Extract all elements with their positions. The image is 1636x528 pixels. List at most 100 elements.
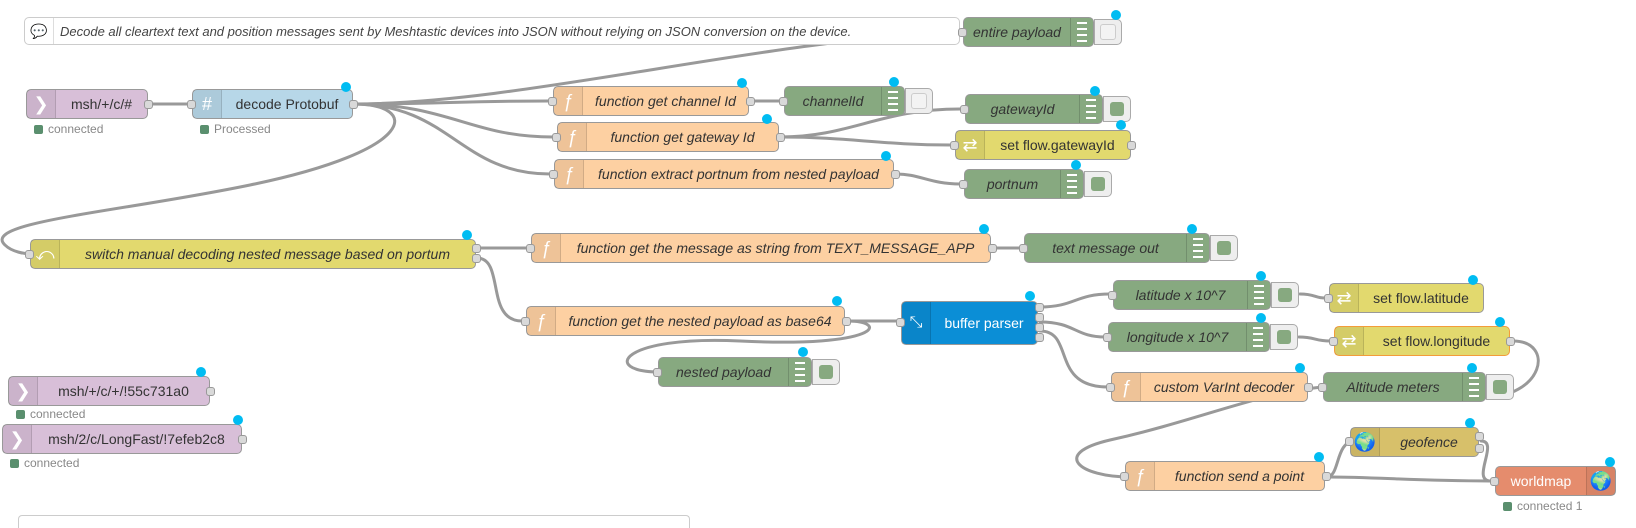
input-port[interactable] [1120,472,1129,481]
output-port[interactable] [842,317,851,326]
input-port[interactable] [1329,337,1338,346]
debug-node-text-message-out[interactable]: text message out [1024,233,1210,263]
output-port[interactable] [206,387,215,396]
output-port[interactable] [349,100,358,109]
output-port[interactable] [988,244,997,253]
node-label: gatewayId [990,101,1055,117]
input-port[interactable] [1324,294,1333,303]
worldmap-node[interactable]: worldmap 🌍 [1495,466,1616,496]
output-port[interactable] [1506,337,1515,346]
output-port[interactable] [1127,141,1136,150]
partial-comment-node[interactable] [18,515,690,528]
change-node-set-latitude[interactable]: ⇄ set flow.latitude [1329,283,1484,313]
buffer-parser-node[interactable]: ⤡ buffer parser [901,301,1038,345]
debug-node-gateway-id[interactable]: gatewayId [965,94,1103,124]
input-port[interactable] [1345,437,1354,446]
input-port[interactable] [959,180,968,189]
output-port[interactable] [472,254,481,263]
debug-node-nested-payload[interactable]: nested payload [658,357,812,387]
node-label: text message out [1052,240,1159,256]
changed-indicator [196,367,206,377]
debug-node-altitude[interactable]: Altitude meters [1323,372,1486,402]
function-node-extract-portnum[interactable]: ƒ function extract portnum from nested p… [554,159,894,189]
output-port[interactable] [1035,323,1044,332]
output-port[interactable] [1035,303,1044,312]
status-dot [10,458,19,468]
shuffle-icon: ⇄ [956,131,985,159]
geofence-node[interactable]: 🌍 geofence [1350,427,1479,457]
debug-node-portnum[interactable]: portnum [964,169,1084,199]
node-label: portnum [986,176,1039,192]
output-port[interactable] [144,100,153,109]
function-node-gateway-id[interactable]: ƒ function get gateway Id [557,122,779,152]
debug-toggle-nested-payload[interactable] [812,359,840,385]
change-node-set-longitude[interactable]: ⇄ set flow.longitude [1334,326,1510,356]
input-port[interactable] [187,100,196,109]
input-port[interactable] [950,141,959,150]
input-port[interactable] [1108,291,1117,300]
input-port[interactable] [958,28,967,37]
node-status: connected 1 [1503,499,1582,513]
input-port[interactable] [521,317,530,326]
input-port[interactable] [779,97,788,106]
output-port[interactable] [1035,333,1044,342]
output-port[interactable] [472,244,481,253]
input-port[interactable] [1019,244,1028,253]
function-node-send-point[interactable]: ƒ function send a point [1125,461,1325,491]
output-port[interactable] [238,435,247,444]
function-node-custom-varint[interactable]: ƒ custom VarInt decoder [1111,372,1308,402]
debug-toggle-entire-payload[interactable] [1094,19,1122,45]
output-port[interactable] [1475,444,1484,453]
input-port[interactable] [548,97,557,106]
input-port[interactable] [526,244,535,253]
debug-toggle-longitude[interactable] [1270,324,1298,350]
output-port[interactable] [1035,313,1044,322]
mqtt-in-node-main[interactable]: ❯ msh/+/c/# [26,89,148,119]
debug-toggle-gateway-id[interactable] [1103,96,1131,122]
input-port[interactable] [1106,383,1115,392]
debug-toggle-channel-id[interactable] [905,88,933,114]
debug-list-icon [1462,373,1485,401]
status-text: connected [24,456,80,470]
node-label: function get the message as string from … [576,240,975,256]
debug-toggle-latitude[interactable] [1271,282,1299,308]
change-node-set-gateway[interactable]: ⇄ set flow.gatewayId [955,130,1131,160]
debug-toggle-portnum[interactable] [1084,171,1112,197]
function-node-text-message[interactable]: ƒ function get the message as string fro… [531,233,991,263]
input-port[interactable] [25,250,34,259]
output-port[interactable] [1304,383,1313,392]
output-port[interactable] [891,170,900,179]
node-label: function get gateway Id [610,129,755,145]
mqtt-in-node-7efeb2c8[interactable]: ❯ msh/2/c/LongFast/!7efeb2c8 [2,424,242,454]
mqtt-icon: ❯ [27,90,56,118]
function-node-nested-base64[interactable]: ƒ function get the nested payload as bas… [526,306,845,336]
output-port[interactable] [746,97,755,106]
output-port[interactable] [1322,472,1331,481]
input-port[interactable] [960,105,969,114]
changed-indicator [832,296,842,306]
input-port[interactable] [1490,477,1499,486]
mqtt-in-node-55c731a0[interactable]: ❯ msh/+/c/+/!55c731a0 [8,376,210,406]
input-port[interactable] [896,318,905,327]
node-label: nested payload [676,364,771,380]
debug-toggle-text-message-out[interactable] [1210,235,1238,261]
node-label: function extract portnum from nested pay… [598,166,879,182]
decode-protobuf-node[interactable]: # decode Protobuf [192,89,353,119]
debug-toggle-altitude[interactable] [1486,374,1514,400]
input-port[interactable] [653,368,662,377]
debug-node-entire-payload[interactable]: entire payload [963,17,1094,47]
debug-node-latitude[interactable]: latitude x 10^7 [1113,280,1271,310]
output-port[interactable] [776,133,785,142]
input-port[interactable] [552,133,561,142]
mqtt-icon: ❯ [9,377,38,405]
input-port[interactable] [1318,383,1327,392]
switch-node-portnum[interactable]: ⤺ switch manual decoding nested message … [30,239,476,269]
debug-node-longitude[interactable]: longitude x 10^7 [1108,322,1270,352]
comment-node[interactable]: 💬 Decode all cleartext text and position… [24,17,960,45]
function-node-channel-id[interactable]: ƒ function get channel Id [553,86,749,116]
output-port[interactable] [1475,432,1484,441]
input-port[interactable] [1103,333,1112,342]
status-dot [34,124,43,134]
debug-node-channel-id[interactable]: channelId [784,86,905,116]
input-port[interactable] [549,170,558,179]
